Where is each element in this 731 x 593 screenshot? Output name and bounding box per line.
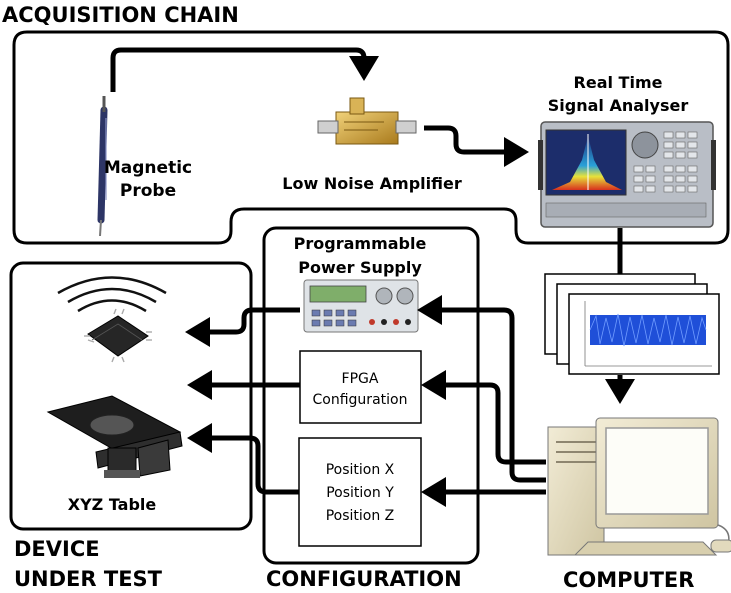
- magnetic-probe-label-line1: Magnetic: [104, 158, 192, 178]
- power-supply-label-line1: Programmable: [294, 234, 427, 253]
- position-y-label: Position Y: [326, 485, 394, 501]
- low-noise-amplifier-label: Low Noise Amplifier: [282, 174, 462, 193]
- chip-icon: [84, 308, 152, 363]
- acquisition-chain-outline: [12, 30, 730, 245]
- device-under-test-outline: [9, 261, 253, 531]
- position-x-label: Position X: [326, 462, 395, 478]
- computer-to-power-supply-arrow: [417, 295, 546, 483]
- probe-to-amplifier-arrow: [110, 47, 379, 92]
- section-title-configuration: CONFIGURATION: [266, 567, 462, 591]
- power-supply-to-device-arrow: [185, 307, 300, 347]
- power-supply-label-line2: Power Supply: [298, 258, 422, 277]
- fpga-configuration-box: [299, 350, 422, 424]
- section-title-device-line2: UNDER TEST: [14, 567, 163, 591]
- magnetic-probe-label-line2: Probe: [120, 181, 176, 201]
- xyz-table-icon: [46, 395, 183, 478]
- amplifier-icon: [317, 97, 417, 145]
- power-supply-icon: [303, 279, 419, 333]
- section-title-computer: COMPUTER: [563, 568, 694, 592]
- section-title-acquisition-chain: ACQUISITION CHAIN: [2, 3, 239, 27]
- position-z-label: Position Z: [326, 508, 395, 524]
- computer-icon: [547, 417, 731, 556]
- fpga-box-line2: Configuration: [313, 392, 408, 408]
- fpga-box-line1: FPGA: [342, 371, 379, 387]
- position-box: [298, 437, 422, 547]
- signal-analyser-label-line2: Signal Analyser: [548, 96, 689, 115]
- signal-analyser-icon: [538, 121, 716, 228]
- wireless-waves-icon: [57, 276, 167, 313]
- section-title-device-line1: DEVICE: [14, 537, 100, 561]
- amplifier-to-analyser-arrow: [424, 125, 529, 167]
- position-to-device-arrow: [187, 423, 299, 495]
- computer-to-fpga-arrow: [421, 370, 546, 465]
- signal-analyser-label-line1: Real Time: [574, 73, 663, 92]
- magnetic-probe-icon: [97, 96, 108, 237]
- xyz-table-label: XYZ Table: [68, 495, 157, 514]
- waveform-plots-icon: [544, 273, 720, 375]
- configuration-outline: [262, 226, 480, 565]
